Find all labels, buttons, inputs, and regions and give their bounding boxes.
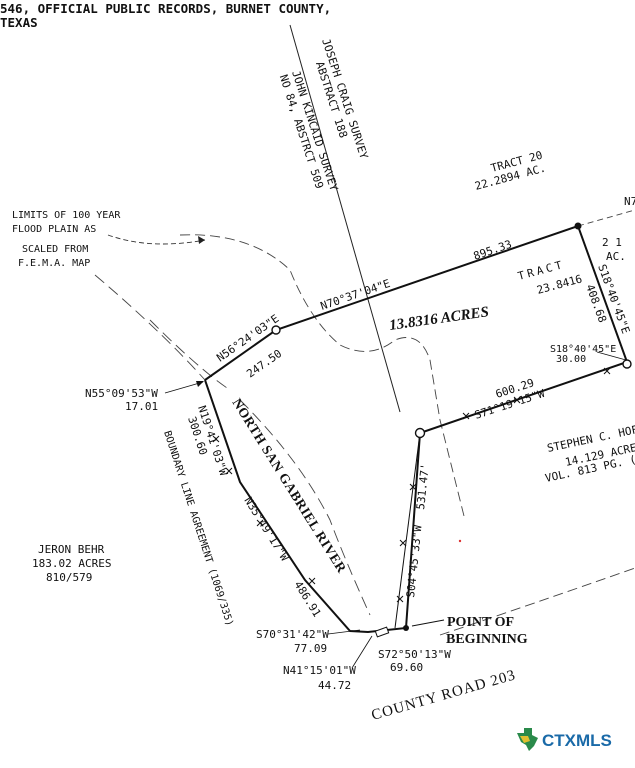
- call-44-leader: [351, 635, 373, 669]
- corner-marker: [403, 625, 409, 631]
- corner-marker: [271, 325, 281, 335]
- jeron-name: JERON BEHR: [38, 543, 105, 556]
- call-30-leader: [596, 351, 627, 361]
- call-s70: S70°31'42"W: [256, 628, 329, 641]
- call-s72: S72°50'13"W: [378, 648, 451, 661]
- survey-line: [289, 24, 401, 413]
- call-69: 69.60: [390, 661, 423, 674]
- header-line-1: 546, OFFICIAL PUBLIC RECORDS, BURNET COU…: [0, 1, 331, 16]
- tract21-ac: AC.: [606, 250, 626, 263]
- fence-marks: [212, 367, 611, 603]
- pob-marker: [374, 626, 390, 638]
- call-30: 30.00: [556, 354, 586, 365]
- river-bank-right: [149, 319, 231, 391]
- floodplain-line-3: SCALED FROM: [22, 244, 88, 255]
- boundary-inner-line: [394, 432, 421, 629]
- river-label: NORTH SAN GABRIEL RIVER: [229, 396, 349, 576]
- call-486: 486.91: [291, 579, 323, 620]
- river-centerline: [239, 399, 371, 616]
- call-77: 77.09: [294, 642, 327, 655]
- corner-marker: [622, 359, 632, 369]
- logo-text: CTXMLS: [542, 731, 612, 750]
- tract21-number: 2 1: [602, 236, 622, 249]
- corner-marker: [414, 427, 426, 439]
- main-area-label: 13.8316 ACRES: [388, 304, 490, 334]
- call-247: 247.50: [244, 347, 284, 380]
- floodplain-line-1: LIMITS OF 100 YEAR: [12, 210, 121, 221]
- floodplain-boundary: [179, 234, 466, 521]
- call-n55: N55°09'53"W: [85, 387, 158, 400]
- edge-fragment: N7: [624, 195, 635, 208]
- road-label: COUNTY ROAD 203: [370, 667, 518, 724]
- call-17-arrow: [196, 381, 204, 387]
- stray-dot: [458, 539, 462, 543]
- road-row-line: [439, 567, 635, 636]
- pob-line-2: BEGINNING: [446, 632, 528, 647]
- tract-line-ne: [577, 209, 635, 227]
- river-bank-left: [94, 274, 206, 381]
- pob-line-1: POINT OF: [447, 615, 514, 630]
- call-n41: N41°15'01"W: [283, 664, 356, 677]
- call-44: 44.72: [318, 679, 351, 692]
- floodplain-leader: [107, 234, 206, 245]
- ctxmls-logo: CTXMLS: [517, 728, 612, 751]
- call-n35: N35°49'17"W: [241, 495, 291, 564]
- jeron-ref: 810/579: [46, 571, 92, 584]
- floodplain-arrow: [198, 236, 205, 244]
- texas-star-icon: [517, 728, 538, 751]
- header-line-2: TEXAS: [0, 15, 38, 30]
- call-895: 895.33: [472, 238, 514, 263]
- jeron-area: 183.02 ACRES: [32, 557, 111, 570]
- floodplain-line-4: F.E.M.A. MAP: [18, 258, 90, 269]
- pob-leader: [411, 619, 445, 627]
- call-77-leader: [327, 629, 361, 635]
- floodplain-line-2: FLOOD PLAIN AS: [12, 224, 96, 235]
- call-17-leader: [164, 381, 204, 394]
- call-17: 17.01: [125, 400, 158, 413]
- corner-marker: [574, 222, 582, 230]
- call-s18b: S18°40'45"E: [550, 344, 616, 355]
- call-531: 531.47': [414, 463, 432, 510]
